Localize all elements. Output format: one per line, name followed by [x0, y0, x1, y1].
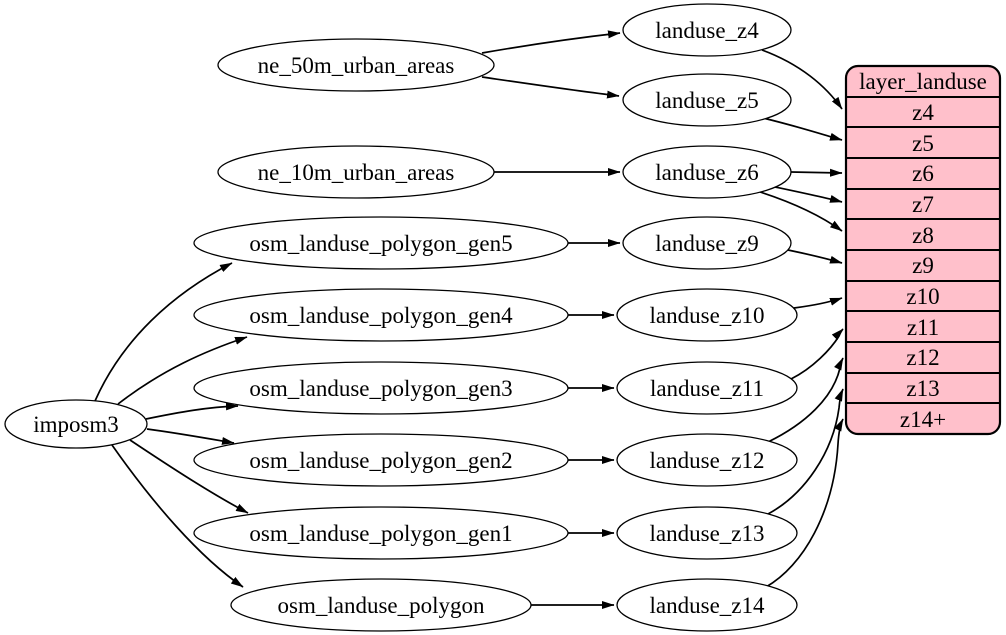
node-landuse_z11: landuse_z11: [616, 361, 798, 415]
node-label: osm_landuse_polygon_gen3: [249, 376, 512, 401]
node-landuse_z4: landuse_z4: [622, 3, 792, 57]
node-ellipse: [230, 578, 532, 632]
node-landuse_z12: landuse_z12: [616, 433, 798, 487]
record-title: layer_landuse: [859, 69, 987, 94]
node-ellipse: [217, 38, 495, 92]
node-label: ne_10m_urban_areas: [258, 160, 455, 185]
node-label: osm_landuse_polygon: [278, 593, 485, 618]
node-ellipse: [193, 433, 569, 487]
node-osm_landuse_polygon: osm_landuse_polygon: [230, 578, 532, 632]
node-landuse_z5: landuse_z5: [622, 73, 792, 127]
node-ellipse: [622, 73, 792, 127]
node-ellipse: [193, 506, 569, 560]
node-label: osm_landuse_polygon_gen1: [249, 521, 512, 546]
record-row-z7: z7: [912, 192, 934, 217]
node-ellipse: [4, 399, 148, 449]
edge-ne_50m_urban_areas-landuse_z5: [481, 76, 620, 99]
node-ne_10m_urban_areas: ne_10m_urban_areas: [217, 145, 495, 199]
node-ne_50m_urban_areas: ne_50m_urban_areas: [217, 38, 495, 92]
edge-landuse_z14-row_z14plus: [765, 418, 844, 588]
node-osm_landuse_polygon_gen2: osm_landuse_polygon_gen2: [193, 433, 569, 487]
node-ellipse: [616, 361, 798, 415]
node-label: landuse_z9: [655, 231, 758, 256]
node-landuse_z6: landuse_z6: [622, 145, 792, 199]
node-label: osm_landuse_polygon_gen2: [249, 448, 512, 473]
node-ellipse: [616, 506, 798, 560]
edge-landuse_z6-row_z7: [774, 186, 843, 203]
record-row-z6: z6: [912, 161, 934, 186]
node-ellipse: [622, 3, 792, 57]
edge-ne_50m_urban_areas-landuse_z4: [481, 30, 621, 54]
edge-landuse_z12-row_z12: [767, 357, 844, 443]
edge-landuse_z9-row_z9: [787, 249, 843, 264]
node-label: ne_50m_urban_areas: [258, 53, 455, 78]
node-osm_landuse_polygon_gen1: osm_landuse_polygon_gen1: [193, 506, 569, 560]
edge-landuse_z11-row_z11: [790, 328, 844, 380]
node-ellipse: [622, 216, 792, 270]
edge-imposm3-osm_landuse_polygon_gen3: [145, 402, 239, 420]
edge-landuse_z4-row_z4: [761, 49, 843, 110]
edge-imposm3-osm_landuse_polygon_gen1: [129, 439, 249, 514]
node-ellipse: [217, 145, 495, 199]
node-ellipse: [193, 361, 569, 415]
record-row-z9: z9: [912, 253, 934, 278]
node-label: landuse_z4: [655, 18, 759, 43]
node-landuse_z9: landuse_z9: [622, 216, 792, 270]
node-label: landuse_z5: [655, 88, 758, 113]
edge-imposm3-osm_landuse_polygon_gen2: [146, 428, 235, 445]
record-row-z12: z12: [906, 345, 939, 370]
node-label: landuse_z13: [650, 521, 765, 546]
node-label: osm_landuse_polygon_gen5: [249, 231, 512, 256]
node-osm_landuse_polygon_gen4: osm_landuse_polygon_gen4: [193, 288, 569, 342]
node-ellipse: [616, 433, 798, 487]
node-landuse_z13: landuse_z13: [616, 506, 798, 560]
node-layer_landuse-record: layer_landuse z4 z5 z6 z7 z8 z9 z10 z11 …: [844, 64, 1002, 436]
record-row-z11: z11: [907, 315, 939, 340]
node-label: landuse_z12: [650, 448, 765, 473]
node-ellipse: [193, 216, 569, 270]
node-label: landuse_z11: [650, 376, 764, 401]
node-label: landuse_z10: [650, 303, 765, 328]
node-label: imposm3: [33, 412, 119, 437]
edge-landuse_z6-row_z6: [790, 168, 843, 177]
node-osm_landuse_polygon_gen3: osm_landuse_polygon_gen3: [193, 361, 569, 415]
edge-imposm3-osm_landuse_polygon_gen5: [94, 262, 233, 402]
node-osm_landuse_polygon_gen5: osm_landuse_polygon_gen5: [193, 216, 569, 270]
edge-landuse_z10-row_z10: [793, 297, 843, 309]
node-ellipse: [622, 145, 792, 199]
node-label: landuse_z6: [655, 160, 758, 185]
record-row-z8: z8: [912, 223, 934, 248]
edge-imposm3-osm_landuse_polygon_gen4: [117, 336, 248, 405]
node-ellipse: [193, 288, 569, 342]
record-row-z14plus: z14+: [900, 407, 946, 432]
node-label: osm_landuse_polygon_gen4: [249, 303, 513, 328]
node-label: landuse_z14: [650, 593, 765, 618]
record-row-z13: z13: [906, 376, 939, 401]
edge-landuse_z5-row_z5: [762, 117, 843, 141]
node-landuse_z10: landuse_z10: [616, 288, 798, 342]
record-row-z10: z10: [906, 284, 939, 309]
node-imposm3: imposm3: [4, 399, 148, 449]
record-row-z5: z5: [912, 131, 934, 156]
edge-group: [94, 30, 844, 609]
record-row-z4: z4: [912, 100, 934, 125]
node-ellipse: [616, 578, 798, 632]
edge-landuse_z6-row_z8: [759, 191, 843, 232]
edge-imposm3-osm_landuse_polygon: [111, 444, 244, 588]
node-landuse_z14: landuse_z14: [616, 578, 798, 632]
node-ellipse: [616, 288, 798, 342]
